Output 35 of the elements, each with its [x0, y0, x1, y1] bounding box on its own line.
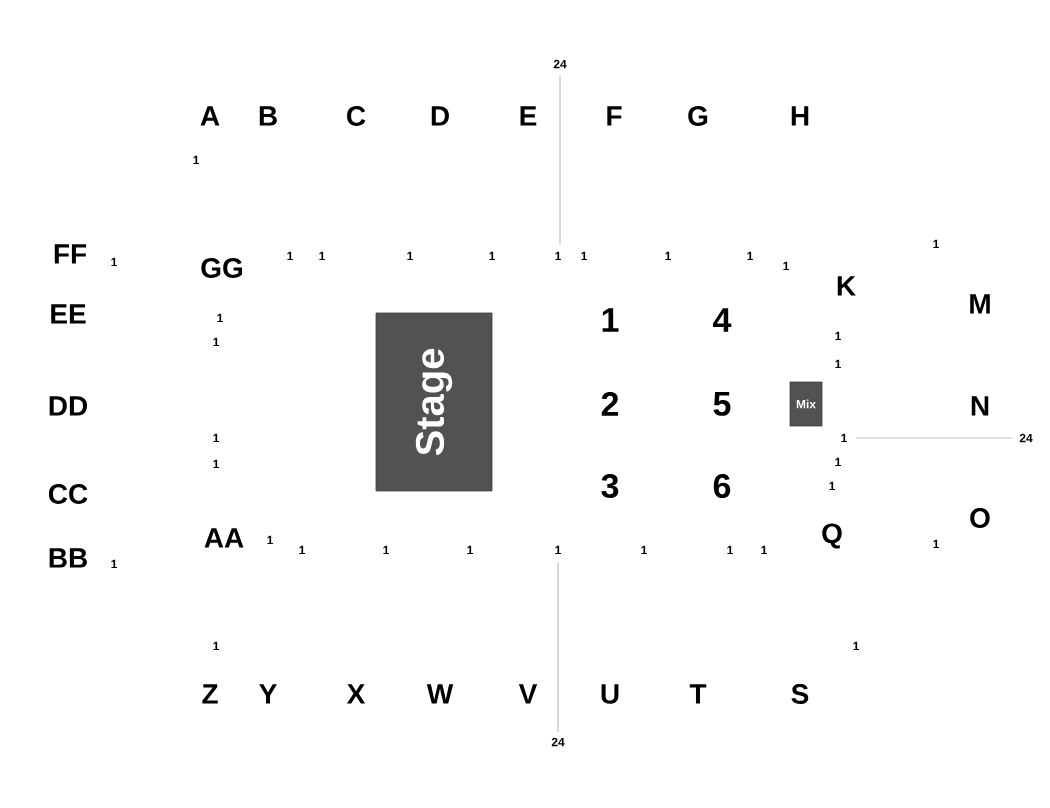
- stage-box: Stage: [375, 312, 493, 492]
- section-label: GG: [201, 258, 243, 278]
- section-label: D: [431, 106, 449, 126]
- section-label: FF: [54, 244, 87, 264]
- section-label: B: [259, 106, 277, 126]
- section-label: S: [791, 684, 809, 704]
- section-label: Q: [822, 523, 842, 549]
- section-label: Y: [259, 684, 277, 704]
- section-label: F: [607, 106, 622, 126]
- section-label: U: [601, 684, 619, 704]
- section-label: EE: [51, 304, 86, 324]
- section-label: W: [426, 684, 454, 704]
- section-label: G: [688, 106, 708, 126]
- section-label: E: [520, 106, 537, 126]
- section-label: DD: [49, 396, 88, 416]
- section-label: 3: [601, 473, 619, 499]
- section-label: O: [970, 508, 990, 528]
- section-label: CC: [48, 484, 88, 504]
- section-label: 4: [713, 308, 732, 332]
- section-label: K: [837, 276, 856, 296]
- section-label: 2: [601, 392, 619, 416]
- section-label: 6: [713, 473, 731, 499]
- section-label: 5: [713, 392, 731, 416]
- section-label: BB: [49, 548, 87, 568]
- section-label: A: [200, 106, 220, 126]
- section-label: H: [791, 106, 809, 126]
- section-label: T: [689, 684, 707, 704]
- section-label: Z: [202, 684, 218, 704]
- section-label: 1: [602, 308, 619, 332]
- section-label: M: [970, 294, 990, 314]
- section-label: X: [346, 684, 366, 704]
- section-label: C: [347, 106, 366, 126]
- section-label: N: [971, 396, 989, 416]
- section-label: V: [518, 684, 538, 704]
- section-label: AA: [204, 528, 244, 548]
